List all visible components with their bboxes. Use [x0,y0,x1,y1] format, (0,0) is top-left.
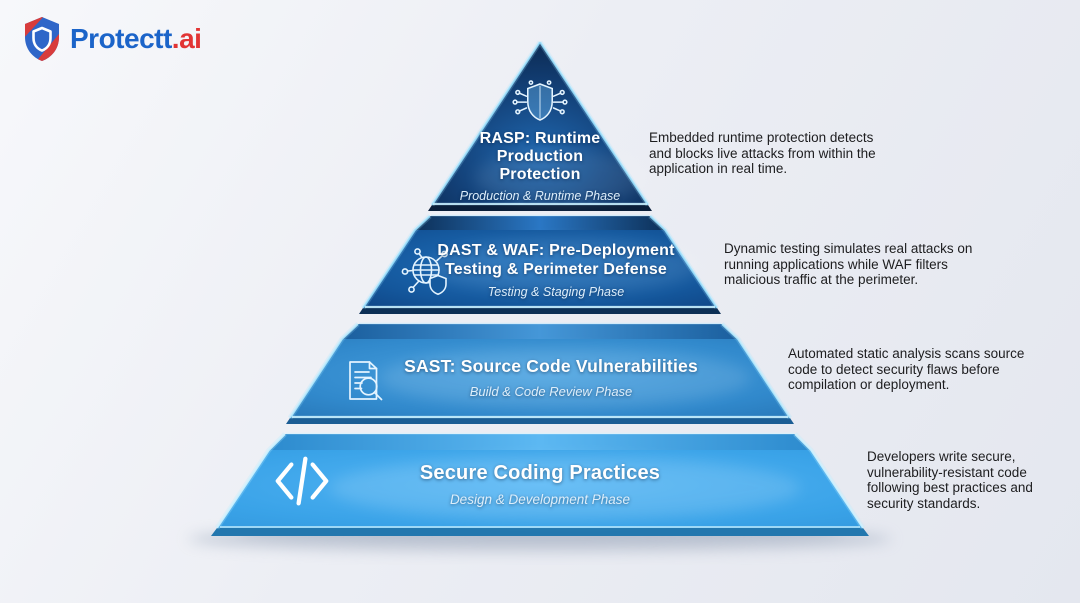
brand-wordmark: Protectt.ai [70,16,202,62]
tier-dast-title-line1: DAST & WAF: Pre-Deployment [437,242,675,259]
brand-shield-icon [25,17,59,61]
tier-rasp [428,40,652,211]
tier-dast-label: DAST & WAF: Pre-Deployment Testing & Per… [421,241,691,299]
tier-sast-phase: Build & Code Review Phase [469,384,633,399]
network-globe-shield-icon [401,248,448,296]
tier-secure-coding [211,432,869,536]
tier-sast-title: SAST: Source Code Vulnerabilities [404,356,698,376]
tier-rasp-title: RASP: Runtime Production Protection [425,130,655,184]
tier-dast-phase: Testing & Staging Phase [487,285,625,299]
tier-dast-bevel [359,308,721,314]
tier-rasp-label: RASP: Runtime Production Protection Prod… [425,130,655,203]
brand-logo: Protectt.ai [22,16,202,62]
tier-sast [286,322,794,424]
brand-suffix: .ai [171,23,202,54]
tier-sast-cap [342,324,738,339]
tier-sast-label: SAST: Source Code Vulnerabilities Build … [386,356,716,399]
tier-dast-title-line2: Testing & Perimeter Defense [444,261,668,278]
tier-sast-bevel [286,418,794,424]
tier-rasp-title-line3: Protection [499,166,581,183]
tier-dast-waf [359,214,721,314]
tier-secure-bevel [211,528,869,536]
document-scan-icon [349,361,383,401]
circuit-shield-icon [512,80,568,121]
tier-secure-label: Secure Coding Practices Design & Develop… [370,462,710,507]
code-brackets-icon [275,456,329,506]
annotation-dast: Dynamic testing simulates real attacks o… [724,241,973,287]
tier-dast-title: DAST & WAF: Pre-Deployment Testing & Per… [421,241,691,279]
tier-rasp-title-line1: RASP: Runtime [479,130,601,147]
annotation-sast: Automated static analysis scans source c… [788,346,1025,392]
brand-name: Protectt [70,23,172,54]
annotation-secure: Developers write secure, vulnerability-r… [867,449,1033,511]
annotation-rasp: Embedded runtime protection detects and … [649,130,876,176]
tier-rasp-title-line2: Production [496,148,584,165]
tier-rasp-bevel [428,205,652,211]
tier-dast-cap [415,216,665,230]
tier-rasp-phase: Production & Runtime Phase [459,189,621,203]
tier-secure-title: Secure Coding Practices [419,462,661,484]
tier-secure-phase: Design & Development Phase [449,492,631,507]
tier-secure-cap [269,434,811,450]
